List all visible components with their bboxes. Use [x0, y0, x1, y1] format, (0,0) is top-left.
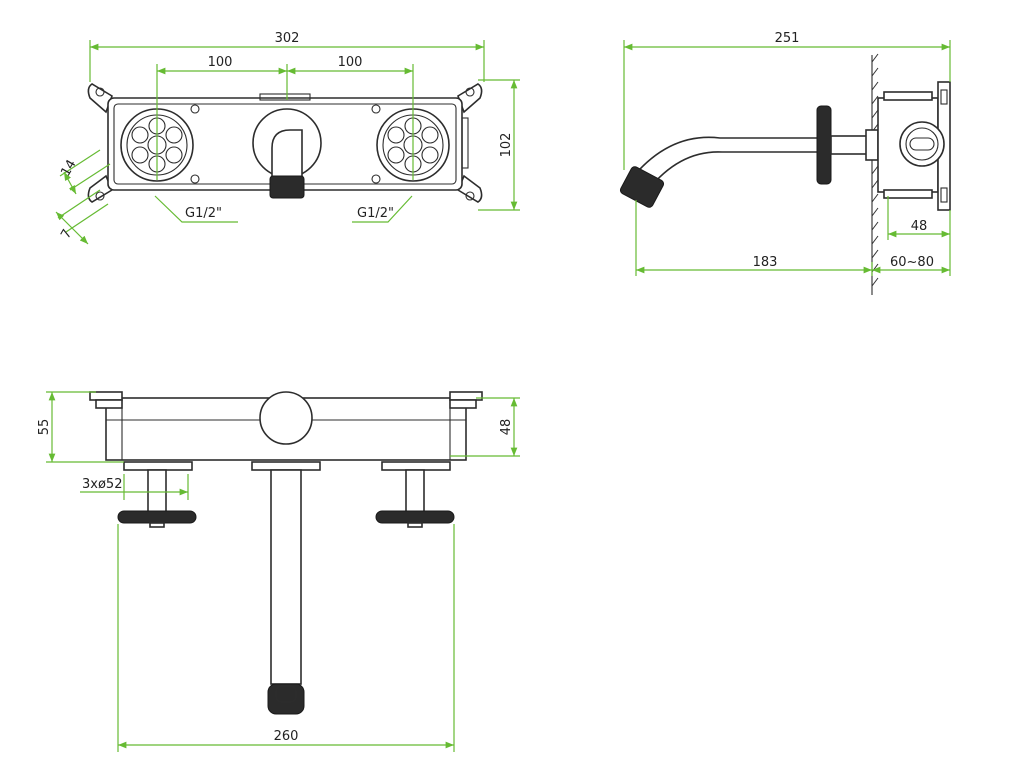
thread-label-left: G1/2"	[185, 206, 222, 221]
spout-outlet-front	[252, 108, 322, 199]
dim-302: 302	[275, 31, 300, 46]
center-spout-top	[251, 461, 321, 715]
valve-body-side	[865, 81, 951, 211]
dim-14: 14	[58, 157, 79, 179]
right-handle-top	[375, 461, 455, 528]
side-view: 251 183 60~80 48	[619, 31, 951, 295]
dim-48-side: 48	[911, 219, 928, 234]
wall-hatching	[871, 53, 879, 287]
dim-183: 183	[753, 255, 778, 270]
dim-3x52: 3xø52	[82, 477, 122, 492]
thread-label-right: G1/2"	[357, 206, 394, 221]
dim-102: 102	[499, 133, 514, 158]
dim-100-right: 100	[338, 55, 363, 70]
dim-251: 251	[775, 31, 800, 46]
dim-100-left: 100	[208, 55, 233, 70]
dim-260: 260	[274, 729, 299, 744]
mounting-ears	[87, 83, 483, 203]
handle-plate-side	[816, 105, 832, 185]
front-view: 302 100 100 102 14 7 G1/2" G1/2"	[55, 31, 520, 245]
dim-55: 55	[37, 419, 52, 436]
top-view: 55 48 3xø52 260	[37, 391, 520, 752]
spout-port-top	[259, 391, 313, 445]
left-handle-top	[117, 461, 197, 528]
dim-60-80: 60~80	[890, 255, 934, 270]
dim-48-top: 48	[499, 419, 514, 436]
